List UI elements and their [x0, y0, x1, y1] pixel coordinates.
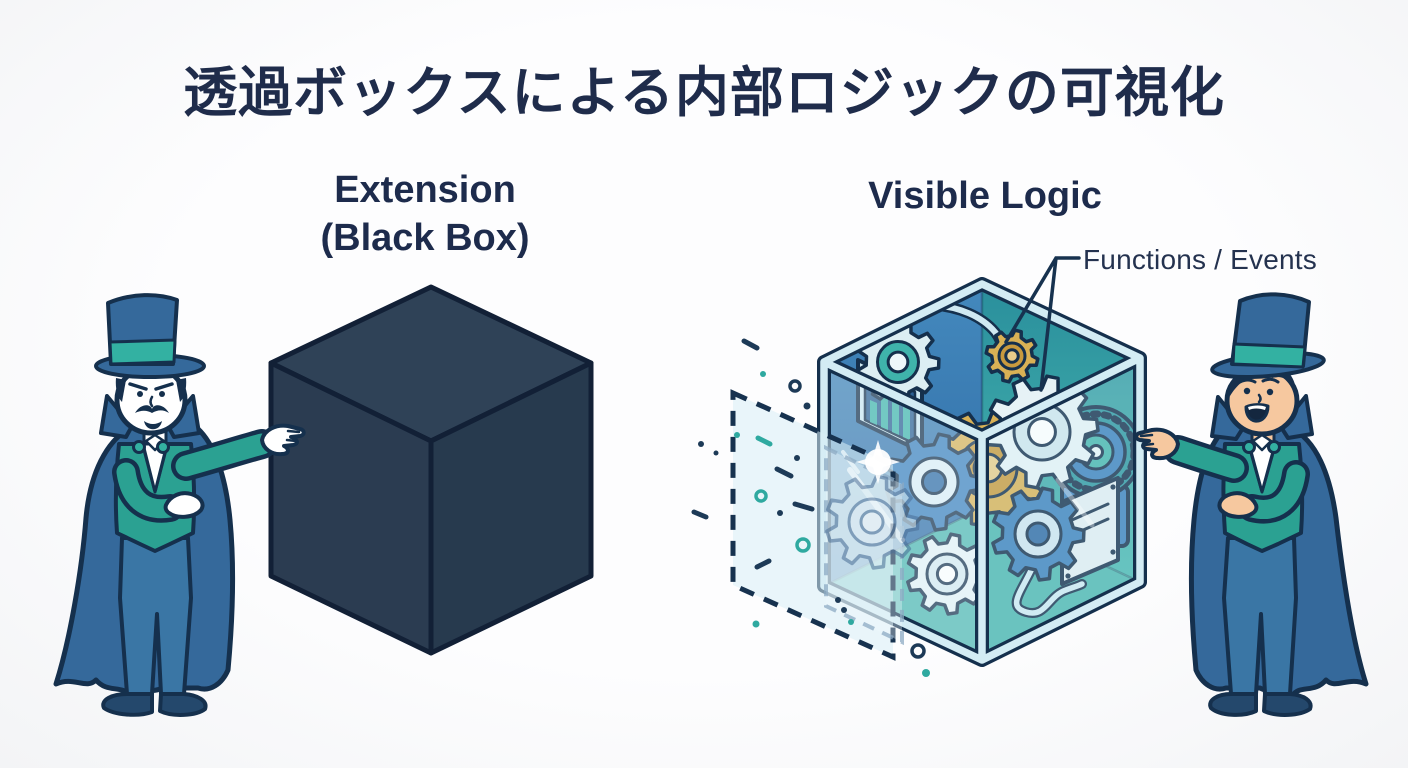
sparkle-star — [856, 440, 900, 484]
left-magician-eye — [137, 391, 143, 397]
left-magician-nose — [149, 395, 154, 408]
left-magician-shoe — [158, 692, 208, 717]
gear-big-white — [984, 374, 1100, 490]
page-title: 透過ボックスによる内部ロジックの可視化 — [183, 63, 1225, 123]
left-heading: Extension (Black Box) — [235, 166, 615, 262]
left-magician-arm-extended — [175, 433, 273, 477]
left-heading-line1: Extension — [334, 169, 516, 211]
right-magician-brow — [1238, 377, 1280, 384]
callout-lines — [1004, 256, 1081, 392]
right-magician-arm-extended — [1167, 439, 1245, 479]
right-magician-eye — [1243, 387, 1251, 395]
left-magician — [53, 293, 306, 717]
right-magician-teeth — [1248, 405, 1266, 410]
right-heading: Visible Logic — [868, 175, 1102, 217]
left-magician-goatee — [144, 421, 162, 430]
internal-wire-bottom — [1011, 555, 1087, 618]
right-magician-button — [1242, 440, 1256, 454]
left-magician-shoe — [101, 692, 154, 717]
right-magician-pants — [1222, 536, 1298, 696]
left-magician-hair — [176, 378, 187, 402]
dashed-panel-group — [691, 338, 930, 677]
left-magician-arm-bent — [116, 462, 180, 519]
callout-label: Functions / Events — [1083, 244, 1317, 275]
gear-ghost — [825, 474, 920, 570]
black-box-right-face — [428, 360, 594, 656]
left-magician-hair — [115, 378, 126, 402]
left-magician-hat-band — [108, 338, 177, 366]
right-magician — [1134, 292, 1369, 717]
left-magician-pants — [118, 536, 193, 696]
glass-front-right-pane — [982, 358, 1140, 660]
gear-white-lower — [906, 532, 989, 616]
left-magician-hand-lines — [285, 429, 301, 443]
gear-blue-lower — [991, 486, 1086, 582]
right-magician-hand-bent — [1217, 491, 1259, 519]
right-magician-nose — [1257, 393, 1262, 404]
right-magician-shoe — [1262, 692, 1313, 717]
particles — [691, 338, 930, 677]
gear-blue-middle — [885, 432, 984, 532]
glass-highlight-streak — [1055, 477, 1095, 528]
left-magician-button — [132, 440, 146, 454]
right-magician-eye — [1266, 388, 1274, 396]
right-magician-hat-band — [1231, 342, 1307, 369]
right-magician-button — [1267, 440, 1281, 454]
right-magician-shoe — [1208, 692, 1258, 717]
left-magician-brow — [128, 382, 148, 391]
left-magician-hand-bent — [163, 491, 205, 519]
left-heading-line2: (Black Box) — [320, 217, 530, 259]
left-magician-eye — [159, 391, 165, 397]
left-magician-button — [156, 440, 170, 454]
left-magician-brow — [154, 382, 174, 391]
right-magician-arm-bent — [1242, 464, 1306, 519]
left-magician-mustache — [135, 405, 169, 413]
black-box-cube — [268, 284, 594, 656]
gear-small-gold — [984, 328, 1040, 384]
right-magician-hand-lines — [1139, 433, 1155, 447]
